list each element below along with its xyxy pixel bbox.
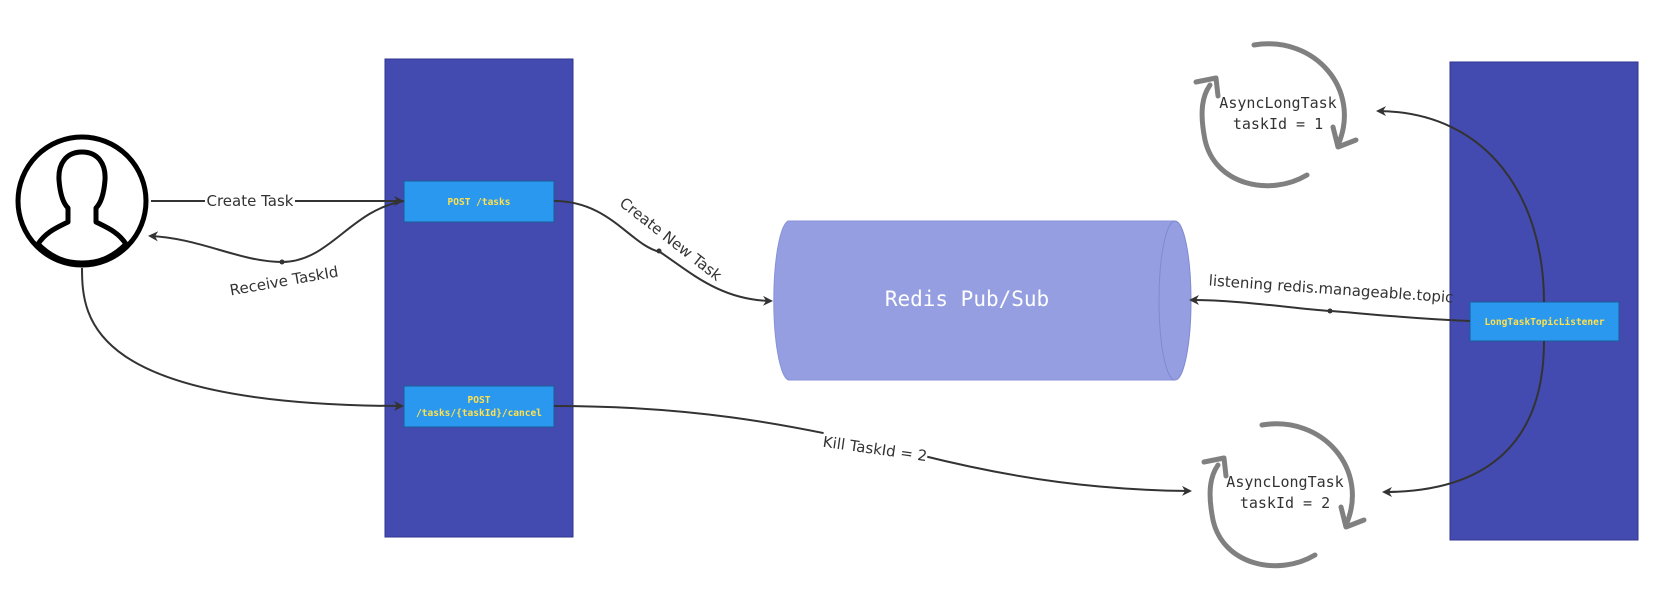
edge-label-listening: listening redis.manageable.topic — [1208, 271, 1454, 306]
listener-label: LongTaskTopicListener — [1484, 317, 1604, 328]
cancel-task-label-line1: POST — [468, 395, 491, 406]
redis-label: Redis Pub/Sub — [885, 287, 1049, 311]
edge-spawn-task-1 — [1376, 106, 1545, 303]
task-1-id: taskId = 1 — [1233, 115, 1323, 133]
edge-label-bg — [205, 190, 295, 212]
task-2-name: AsyncLongTask — [1226, 473, 1343, 491]
task-2-id: taskId = 2 — [1240, 494, 1330, 512]
edge-midpoint — [279, 259, 285, 265]
refresh-cycle-icon — [1201, 421, 1367, 569]
cancel-task-endpoint[interactable]: POST /tasks/{taskId}/cancel — [403, 385, 555, 428]
post-tasks-label: POST /tasks — [448, 197, 511, 208]
edge-create-new-task — [553, 200, 773, 306]
post-tasks-endpoint[interactable]: POST /tasks — [403, 180, 555, 223]
api-service-column — [384, 58, 574, 538]
refresh-cycle-icon — [1193, 41, 1359, 189]
edge-midpoint — [1327, 308, 1333, 314]
edge-label-create-new-task: Create New Task — [616, 194, 725, 285]
async-long-task-2: AsyncLongTask taskId = 2 — [1201, 421, 1367, 569]
edge-midpoint — [656, 248, 662, 254]
edge-spawn-task-2 — [1382, 340, 1545, 497]
edge-label-create-task: Create Task — [207, 192, 294, 210]
task-1-name: AsyncLongTask — [1219, 94, 1336, 112]
edge-label-bg — [820, 429, 930, 467]
user-avatar-icon — [15, 134, 149, 268]
cancel-task-label-line2: /tasks/{taskId}/cancel — [416, 408, 542, 419]
redis-pubsub-cylinder: Redis Pub/Sub — [773, 220, 1192, 381]
edge-cancel-request — [81, 267, 404, 411]
async-long-task-1: AsyncLongTask taskId = 1 — [1193, 41, 1359, 189]
long-task-topic-listener[interactable]: LongTaskTopicListener — [1469, 301, 1620, 342]
edge-label-receive-taskid: Receive TaskId — [228, 263, 339, 300]
